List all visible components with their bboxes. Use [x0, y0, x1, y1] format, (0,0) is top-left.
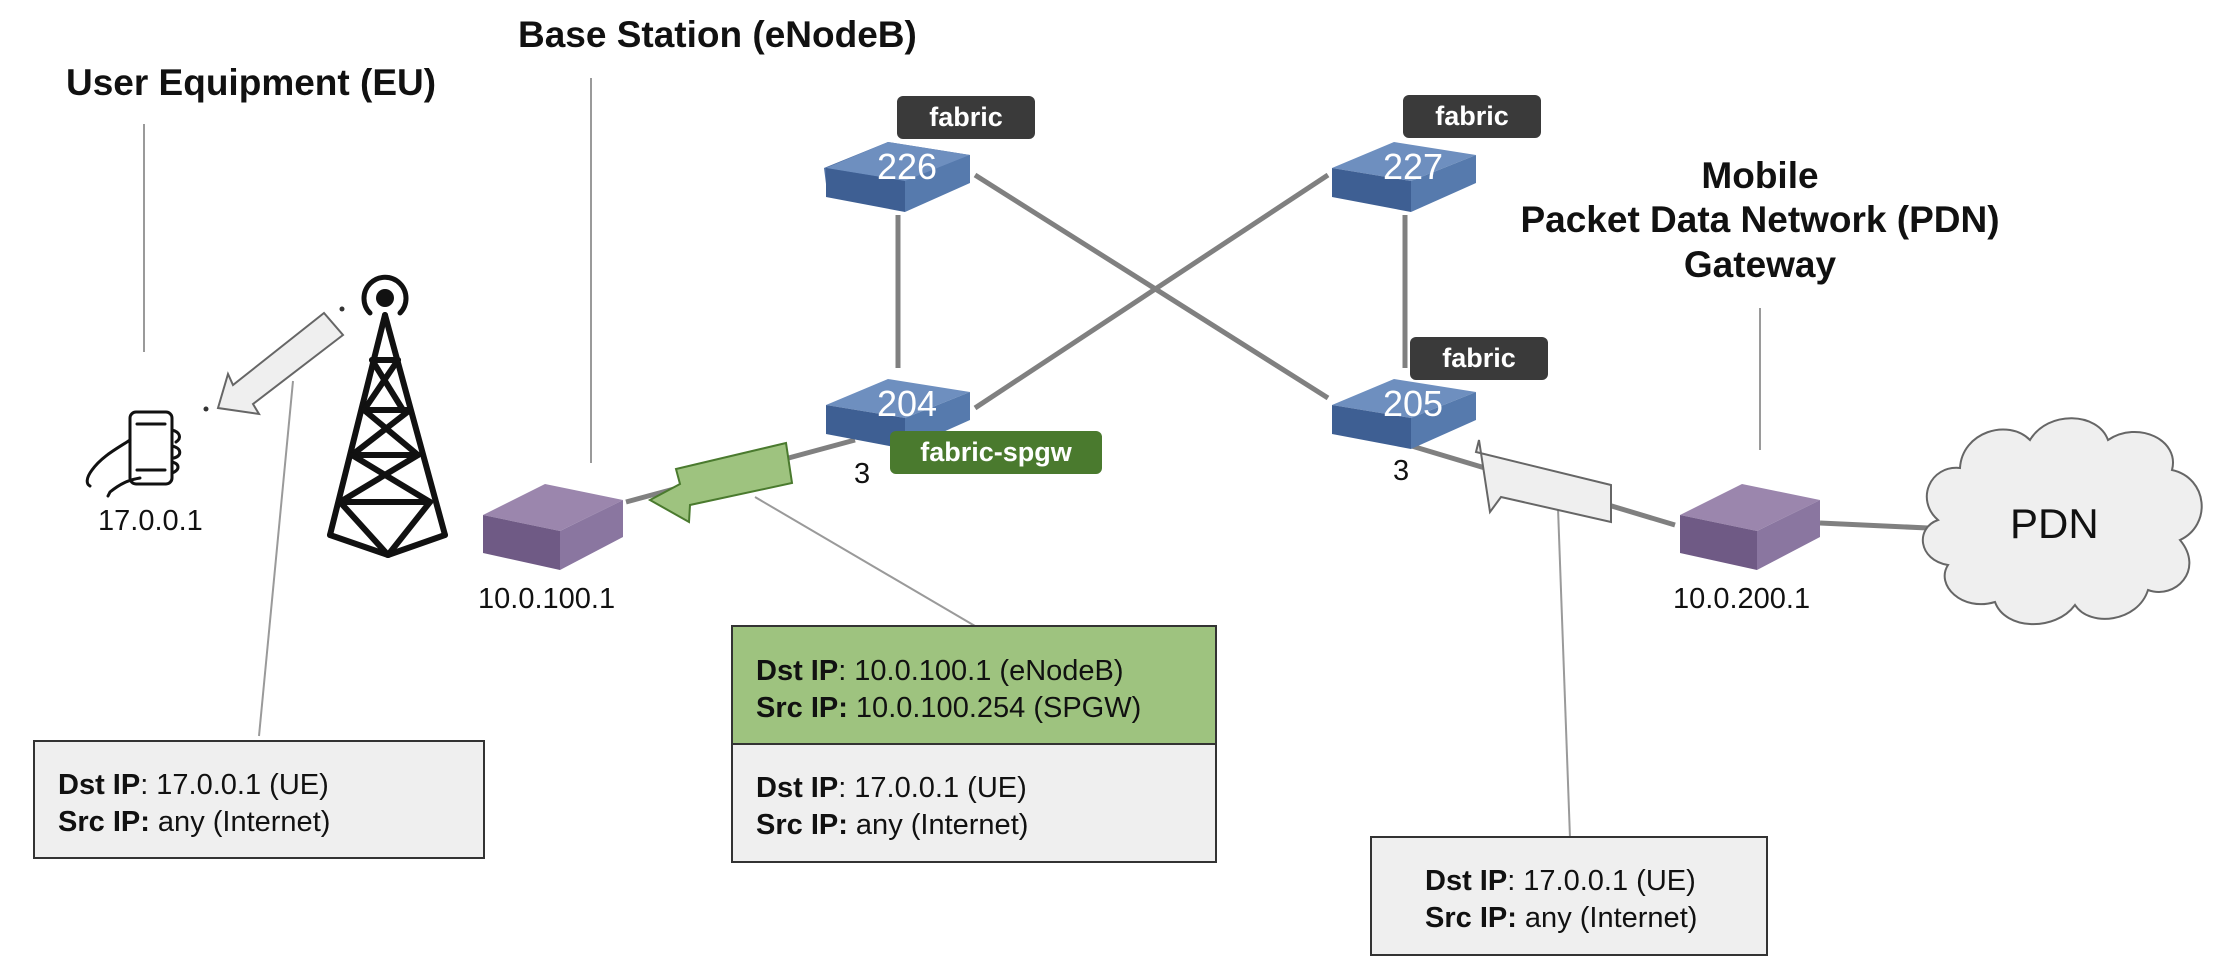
right-packet-callout-line	[1557, 507, 1571, 839]
pdn-gateway-ip-label: 10.0.200.1	[1673, 583, 1811, 615]
outer-src-row: Src IP: 10.0.100.254 (SPGW)	[756, 690, 1215, 727]
switch-226	[824, 142, 970, 212]
middle-packet-callout-line	[754, 496, 976, 627]
enodeb-router-icon	[483, 484, 623, 570]
left-packet-header-box: Dst IP: 17.0.0.1 (UE) Src IP: any (Inter…	[33, 740, 485, 859]
switch-204	[826, 379, 970, 449]
gtp-tunnel-arrow	[647, 441, 794, 524]
src-ip-label: Src IP:	[1425, 902, 1517, 934]
switch-204-port: 3	[854, 458, 871, 490]
src-ip-value: any (Internet)	[149, 806, 331, 838]
left-packet-dst-row: Dst IP: 17.0.0.1 (UE)	[58, 767, 483, 804]
pdn-cloud-icon	[1921, 417, 2203, 626]
link-227-204	[973, 172, 1330, 411]
inner-src-row: Src IP: any (Internet)	[756, 807, 1215, 844]
src-ip-value: 10.0.100.254 (SPGW)	[847, 692, 1142, 724]
switch-226-role-tag: fabric	[897, 96, 1035, 139]
inner-packet-header-box: Dst IP: 17.0.0.1 (UE) Src IP: any (Inter…	[731, 743, 1217, 863]
pdn-cloud-label: PDN	[2010, 500, 2099, 547]
pdn-gateway-router-icon	[1680, 484, 1820, 570]
wireless-dot	[203, 406, 209, 412]
right-packet-dst-row: Dst IP: 17.0.0.1 (UE)	[1425, 863, 1766, 900]
switch-204-role-tag: fabric-spgw	[890, 431, 1102, 474]
dst-ip-value: : 10.0.100.1 (eNodeB)	[838, 655, 1124, 687]
outer-gtp-header-box: Dst IP: 10.0.100.1 (eNodeB) Src IP: 10.0…	[731, 625, 1217, 745]
pdn-gateway-title-line1: Mobile	[1701, 155, 1819, 196]
src-ip-value: any (Internet)	[1516, 902, 1698, 934]
switch-227-label: 227	[1382, 146, 1444, 187]
switch-205	[1332, 379, 1476, 449]
dst-ip-value: : 17.0.0.1 (UE)	[1507, 865, 1696, 897]
link-226-205	[973, 172, 1330, 401]
inner-dst-row: Dst IP: 17.0.0.1 (UE)	[756, 770, 1215, 807]
enodeb-ip-label: 10.0.100.1	[478, 583, 616, 615]
dst-ip-label: Dst IP	[58, 769, 141, 801]
src-ip-label: Src IP:	[58, 806, 150, 838]
ue-ip-label: 17.0.0.1	[98, 505, 203, 537]
dst-ip-value: : 17.0.0.1 (UE)	[838, 772, 1027, 804]
wireless-dot	[339, 306, 345, 312]
ue-title: User Equipment (EU)	[66, 62, 437, 103]
switch-227	[1332, 142, 1476, 212]
switch-205-label: 205	[1382, 383, 1444, 424]
src-ip-label: Src IP:	[756, 809, 848, 841]
dst-ip-label: Dst IP	[756, 655, 839, 687]
switch-204-label: 204	[876, 383, 938, 424]
outer-dst-row: Dst IP: 10.0.100.1 (eNodeB)	[756, 653, 1215, 690]
right-packet-src-row: Src IP: any (Internet)	[1425, 900, 1766, 937]
switch-227-role-tag: fabric	[1403, 95, 1541, 138]
pdn-gateway-title-line2: Packet Data Network (PDN)	[1520, 199, 2000, 240]
base-station-title: Base Station (eNodeB)	[518, 14, 917, 55]
dst-ip-value: : 17.0.0.1 (UE)	[140, 769, 329, 801]
dst-ip-label: Dst IP	[756, 772, 839, 804]
downlink-arrow-to-205	[1474, 439, 1612, 524]
switch-205-port: 3	[1393, 455, 1410, 487]
right-packet-header-box: Dst IP: 17.0.0.1 (UE) Src IP: any (Inter…	[1370, 836, 1768, 956]
src-ip-label: Src IP:	[756, 692, 848, 724]
link-pdngw-pdn	[1819, 520, 1929, 531]
downlink-arrow-to-ue	[216, 311, 345, 416]
dst-ip-label: Dst IP	[1425, 865, 1508, 897]
phone-icon	[85, 410, 182, 498]
cell-tower-icon	[327, 274, 448, 558]
src-ip-value: any (Internet)	[847, 809, 1029, 841]
switch-205-role-tag: fabric	[1410, 337, 1548, 380]
left-packet-src-row: Src IP: any (Internet)	[58, 804, 483, 841]
pdn-gateway-title-line3: Gateway	[1683, 244, 1837, 285]
left-packet-callout-line	[258, 380, 294, 737]
switch-226-label: 226	[876, 146, 938, 187]
